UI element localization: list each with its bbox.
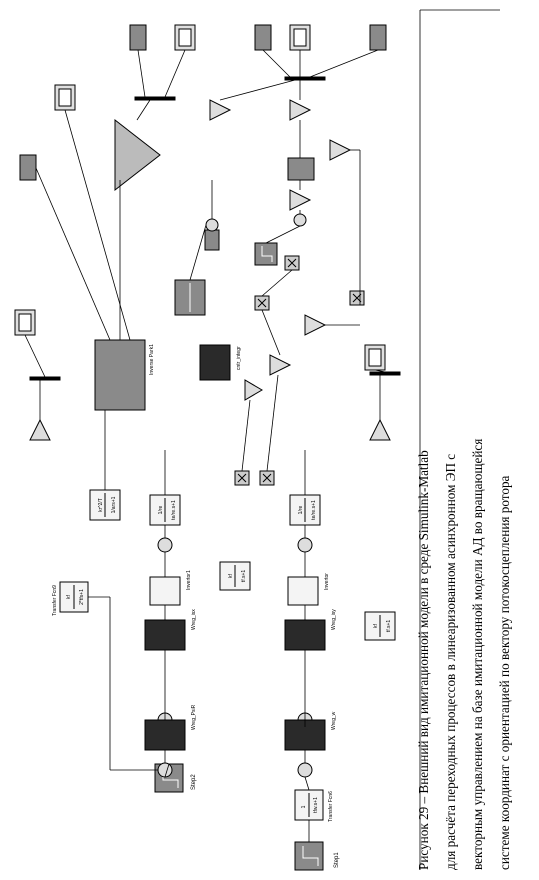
inverse-park-block[interactable] [94,339,146,411]
bus-top [284,76,326,81]
tf2-num: 1/re [298,505,304,514]
product4-block[interactable] [234,470,250,486]
sum-constant3 [205,218,219,232]
invertor1-block[interactable] [149,576,181,606]
wreg-isx-label: Wreg_isx [191,609,197,630]
tf6-den: tfw.s+1 [313,797,319,813]
tf7-num: kf [373,623,379,628]
bus-right [369,371,401,376]
tf4-num: kr^2/T [98,498,104,512]
to-workspace1-block[interactable] [129,24,147,51]
tf8-den: tf.s+1 [241,570,247,583]
gain4-block[interactable] [114,118,161,192]
dynamic-result-scope[interactable] [289,24,311,51]
step1-label: Step1 [334,852,340,868]
cntr-integr-label: cntr_integr [236,346,242,370]
product8-block[interactable] [349,290,365,306]
caption-line-3: векторным управлением на базе имитационн… [470,438,485,870]
sum-psir [157,762,173,778]
tf6-label: Transfer Fcn6 [328,791,334,822]
gain6-block[interactable] [369,418,391,441]
step1-block[interactable] [294,841,324,871]
tf-den: te/re.s+1 [171,500,177,520]
sum-usy [297,537,313,553]
tf6-num: 1 [301,805,307,808]
transfer-fcn7-block[interactable] [364,611,396,641]
cntr-integr-block[interactable] [199,344,231,381]
product7-block[interactable] [284,255,300,271]
wreg-isx-block[interactable] [144,619,186,651]
transfer-fcn1-block[interactable] [174,279,206,316]
invertor-label: Invertor [324,573,330,590]
gain7-block[interactable] [209,99,232,121]
signal-lines [24,9,500,870]
transfer-fcn8-block[interactable] [219,561,251,591]
tf8-num: kf [228,573,234,578]
tf4-den: 1/ars+1 [111,496,117,513]
invertor-block[interactable] [287,576,319,606]
step2-label: Step2 [191,774,197,790]
caption-line-1: Рисунок 29 – Внешний вид имитационной мо… [416,450,431,870]
gain5-block[interactable] [304,314,327,336]
inverse-park-label: Inverse Park1 [149,344,155,375]
bus-theta [134,96,176,101]
dynamic-result3-scope[interactable] [364,344,386,371]
caption-line-2: для расчёта переходных процессов в линеа… [443,453,458,870]
caption-line-4: системе координат с ориентацией по векто… [497,475,512,870]
gain10-block[interactable] [289,99,312,121]
constant3-block[interactable] [204,229,220,251]
gain2-block[interactable] [269,354,292,376]
product6-block[interactable] [254,295,270,311]
dynamic-result2-scope[interactable] [14,309,36,336]
tf7-den: tf.s+1 [386,620,392,633]
to-workspace-block[interactable] [254,24,272,51]
wreg-isy-block[interactable] [284,619,326,651]
gain1-block[interactable] [29,418,51,441]
gain8-block[interactable] [329,139,352,161]
tf9-label: Transfer Fcn9 [52,585,58,616]
tf9-num: kf [66,594,72,599]
gain9-block[interactable] [289,189,312,211]
to-workspace2-block[interactable] [19,154,37,181]
to-workspace3-block[interactable] [369,24,387,51]
transfer-fcn4-block[interactable] [89,489,121,521]
sum-m [293,213,307,227]
step-mload-block[interactable] [254,242,278,266]
sum-w [297,762,313,778]
invertor1-label: Invertor1 [186,570,192,590]
integrator-block[interactable] [287,157,315,181]
tf2-den: te/re.s+1 [311,500,317,520]
wreg-psir-block[interactable] [144,719,186,751]
bus-left [29,376,61,381]
dynamic-result4-scope[interactable] [54,84,76,111]
sum-usx [157,537,173,553]
product5-block[interactable] [259,470,275,486]
tf-num: 1/re [158,505,164,514]
wreg-psir-label: Wreg_PsiR [191,704,197,730]
tf9-den: 2*tfs+1 [79,589,85,605]
wreg-isy-label: Wreg_isy [331,609,337,630]
figure-caption: Рисунок 29 – Внешний вид имитационной мо… [410,10,518,870]
transfer-fcn6-block[interactable] [294,789,324,821]
wreg-w-label: Wreg_w [331,711,337,730]
dynamic-result1-scope[interactable] [174,24,196,51]
gain3-block[interactable] [244,379,263,401]
